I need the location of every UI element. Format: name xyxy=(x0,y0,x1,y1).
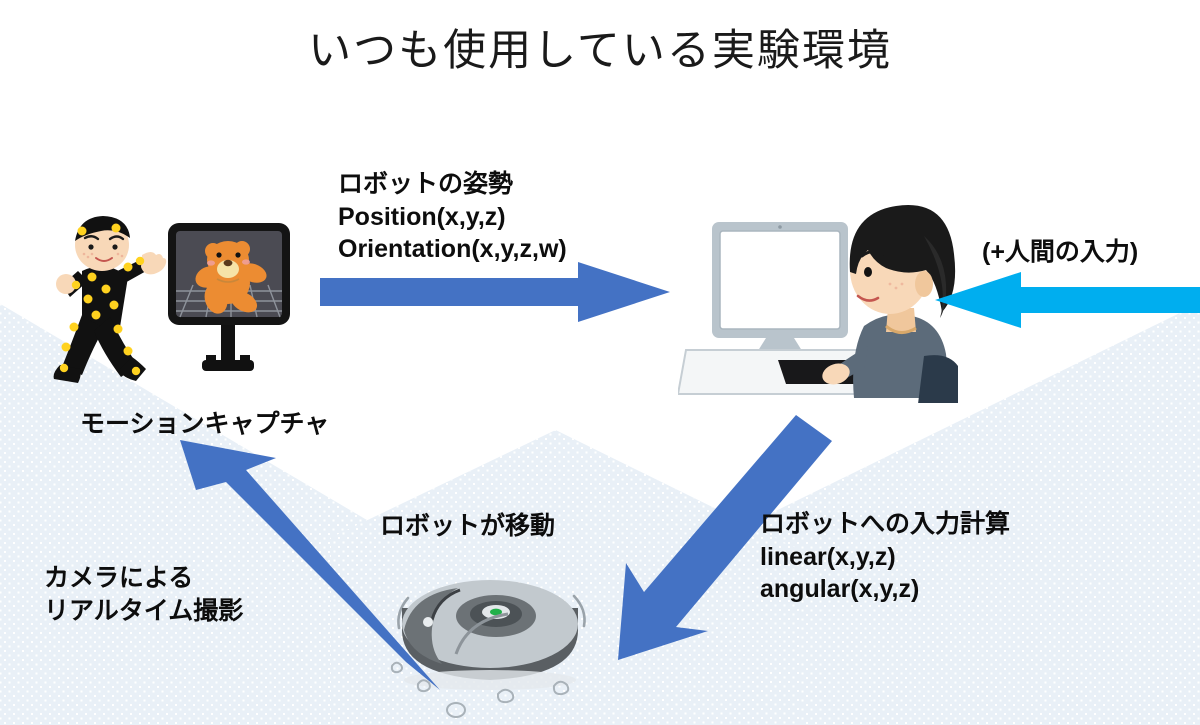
page-title: いつも使用している実験環境 xyxy=(308,27,892,75)
human-input-arrow xyxy=(935,272,1200,328)
camera-feed-arrow xyxy=(180,440,440,690)
robot-input-calc-label: ロボットへの入力計算 linear(x,y,z) angular(x,y,z) xyxy=(760,510,1011,603)
person-at-computer-illustration xyxy=(676,198,978,404)
robot-pose-label: ロボットの姿勢 Position(x,y,z) Orientation(x,y,… xyxy=(338,170,567,263)
robot-moves-label: ロボットが移動 xyxy=(380,512,556,540)
yellow-markers xyxy=(59,223,145,376)
seated-person-shape xyxy=(822,205,958,404)
orange-bear-avatar-shape xyxy=(195,241,267,314)
desktop-monitor-shape xyxy=(712,222,848,358)
display-monitor-shape xyxy=(168,223,290,325)
robot-vacuum-illustration xyxy=(378,558,638,723)
human-input-label: (+人間の入力) xyxy=(982,238,1139,266)
monitor-stand-shape xyxy=(202,323,254,371)
green-led xyxy=(490,608,502,616)
motion-capture-illustration xyxy=(30,205,330,400)
dust-specks xyxy=(390,661,570,718)
camera-realtime-label: カメラによる リアルタイム撮影 xyxy=(44,564,244,625)
motion-capture-label: モーションキャプチャ xyxy=(80,410,330,438)
person-in-mocap-suit-shape xyxy=(53,216,167,383)
robot-input-arrow xyxy=(618,415,832,660)
pose-arrow xyxy=(320,262,670,322)
